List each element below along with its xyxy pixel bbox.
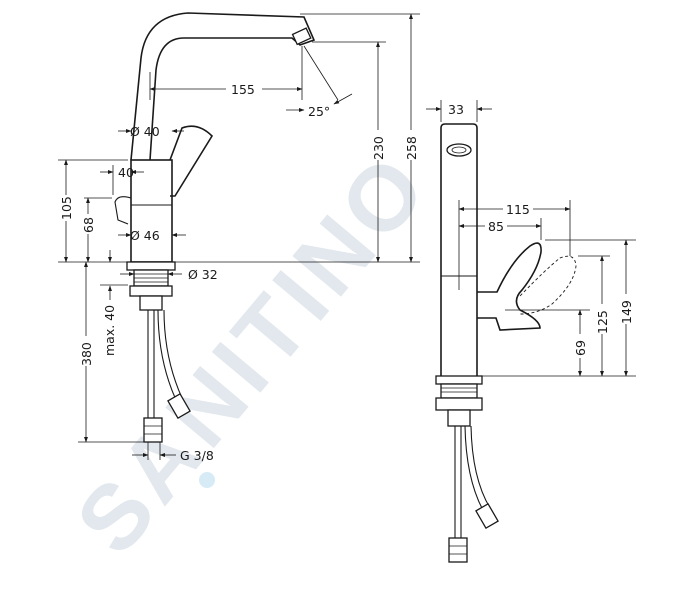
dim-spout-height: 230 xyxy=(371,136,386,160)
lever xyxy=(169,125,214,197)
front-lock-nut xyxy=(435,397,483,411)
side-view: 155 25° Ø 40 40 Ø 46 Ø 32 105 68 xyxy=(58,12,420,463)
dim-lever-height-max: 149 xyxy=(619,300,634,324)
front-lever-alt xyxy=(519,255,577,315)
spout xyxy=(130,12,316,161)
dim-spout-angle: 25° xyxy=(308,104,330,119)
front-thread xyxy=(440,383,478,399)
front-connector-right xyxy=(475,502,499,530)
connector-left xyxy=(143,417,163,443)
front-body xyxy=(440,123,478,376)
front-view: 33 115 85 149 125 69 xyxy=(426,100,636,563)
dim-body-width: 33 xyxy=(448,102,464,117)
watermark-dot xyxy=(199,472,215,488)
dim-lever-offset: 40 xyxy=(118,165,134,180)
front-connector-left xyxy=(448,537,468,563)
dim-spout-reach: 155 xyxy=(231,82,255,97)
dim-max-thickness: max. 40 xyxy=(102,305,117,356)
dim-height-105: 105 xyxy=(59,196,74,220)
dim-connection: G 3/8 xyxy=(180,448,214,463)
dim-lever-reach: 85 xyxy=(488,219,504,234)
dim-lever-height-low: 69 xyxy=(573,340,588,356)
front-base-ring xyxy=(435,375,483,385)
hose-right xyxy=(157,309,177,401)
front-lever xyxy=(477,242,542,331)
dim-top-diameter: Ø 40 xyxy=(130,124,160,139)
front-hose-right xyxy=(464,425,485,513)
dim-total-height: 258 xyxy=(404,136,419,160)
dim-shank-diameter: Ø 32 xyxy=(188,267,218,282)
dim-hose-length: 380 xyxy=(79,342,94,366)
connector-right xyxy=(167,392,191,420)
front-stud xyxy=(447,409,471,427)
dim-lever-height-mid: 125 xyxy=(595,310,610,334)
side-knob xyxy=(114,196,132,225)
aerator xyxy=(291,27,312,46)
dim-lever-reach-max: 115 xyxy=(506,202,530,217)
lock-nut xyxy=(129,285,173,297)
stud xyxy=(139,295,163,311)
body xyxy=(130,159,173,263)
base-ring xyxy=(126,261,176,271)
front-aerator xyxy=(446,143,472,157)
dim-base-diameter: Ø 46 xyxy=(130,228,160,243)
dim-height-68: 68 xyxy=(81,217,96,233)
